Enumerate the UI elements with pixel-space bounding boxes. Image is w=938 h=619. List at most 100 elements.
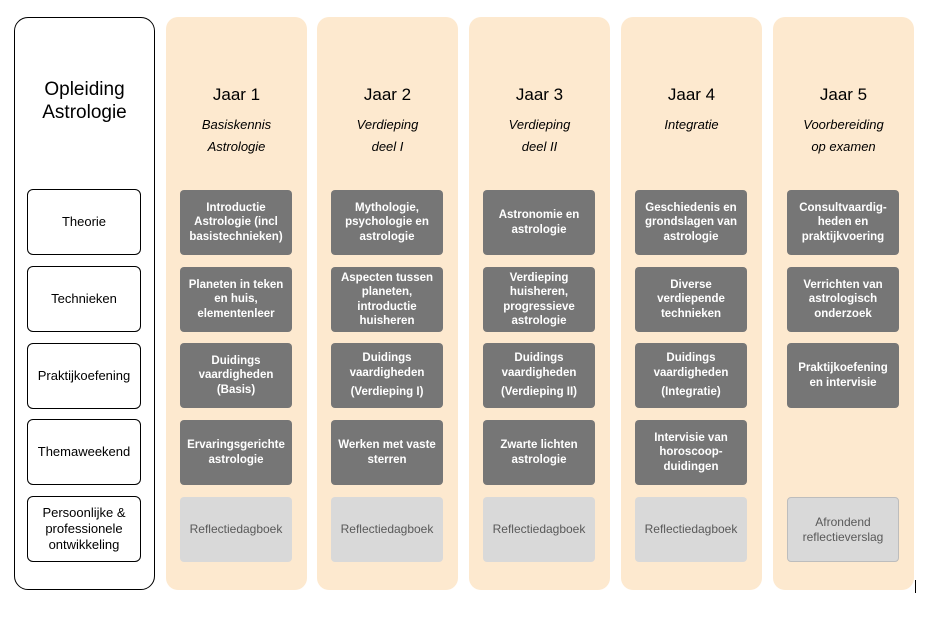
year-subtitle-line: Astrologie [207, 139, 266, 154]
program-title: Opleiding Astrologie [14, 78, 155, 124]
year-subtitle: Verdieping deel I [317, 114, 458, 158]
reflection-cell: Reflectiedagboek [483, 497, 595, 562]
cell-text-line: Verrichten van [803, 278, 883, 291]
cell-text-line: heden en [817, 216, 869, 229]
cell-text-line: Verdieping [509, 271, 569, 284]
cell-text-line: (Verdieping I) [350, 386, 424, 399]
divider-tick [915, 580, 916, 593]
year-title: Jaar 5 [819, 85, 868, 104]
cell-text-line: vaardigheden [501, 366, 577, 379]
row-label-theorie: Theorie [27, 189, 141, 255]
reflection-cell: Reflectiedagboek [180, 497, 292, 562]
row-label-themaweekend: Themaweekend [27, 419, 141, 485]
cell-text-line: Introductie [206, 201, 266, 214]
cell-text-line: Diverse [670, 278, 712, 291]
year-subtitle-line: Verdieping [508, 117, 571, 132]
cell-text-line: vaardigheden [349, 366, 425, 379]
cell-text-line: Afrondend [815, 515, 871, 529]
row-label-persoonlijke-ontwikkeling: Persoonlijke & professionele ontwikkelin… [27, 496, 141, 562]
cell-text-line: (Basis) [216, 383, 256, 396]
cell-text-line: astrologie [663, 230, 719, 243]
cell-text-line: introductie [357, 300, 417, 313]
cell-text-line: Reflectiedagboek [644, 522, 738, 537]
year-column-2: Jaar 2 Verdieping deel I Mythologie, psychol… [317, 17, 458, 590]
cell-text-line: Reflectiedagboek [189, 522, 283, 537]
year-title: Jaar 3 [515, 85, 564, 104]
cell-text-line: astrologie [208, 453, 264, 466]
cell-text-line: duidingen [663, 460, 719, 473]
cell-text-line: astrologie [511, 315, 567, 327]
program-title-line: Opleiding [44, 79, 125, 100]
course-cell: Ervaringsgerichte astrologie [180, 420, 292, 485]
cell-text-line: Reflectiedagboek [492, 522, 586, 537]
cell-text-line: Consultvaardig- [799, 201, 887, 214]
course-cell: Intervisie van horoscoop-duidingen [635, 420, 747, 485]
year-subtitle-line: Integratie [664, 117, 719, 132]
cell-text-line: Praktijkoefening [798, 362, 888, 374]
cell-text-line: verdiepende [657, 293, 725, 306]
cell-text-line: sterren [367, 453, 407, 466]
cell-text-line: Ervaringsgerichte [187, 439, 285, 451]
cell-text-line: Duidings [362, 352, 412, 365]
cell-text-line: Astrologie (incl [194, 216, 278, 229]
cell-text-line: Planeten in teken [188, 278, 284, 291]
cell-text-line: elementenleer [197, 307, 275, 320]
course-cell: Planeten in teken en huis,elementenleer [180, 267, 292, 332]
cell-text-line: Duidings [514, 352, 564, 365]
cell-text-line: horoscoop- [659, 446, 723, 459]
cell-text-line: astrologie [511, 453, 567, 466]
year-subtitle-line: Verdieping [356, 117, 419, 132]
cell-text-line: Intervisie van [654, 431, 728, 444]
cell-text-line: progressieve [503, 300, 575, 313]
cell-text-line: basistechnieken) [189, 230, 283, 243]
year-title: Jaar 4 [667, 85, 716, 104]
cell-text-line: planeten, [361, 286, 413, 298]
year-subtitle: Integratie [621, 114, 762, 136]
course-cell: Verdieping huisheren, progressieve astrolog… [483, 267, 595, 332]
cell-text-line: en intervisie [809, 376, 877, 389]
row-label-technieken: Technieken [27, 266, 141, 332]
cell-text-line: Reflectiedagboek [340, 522, 434, 537]
cell-text-line: (Verdieping II) [500, 386, 578, 399]
cell-text-line: psychologie en [345, 216, 429, 229]
cell-text-line: Aspecten tussen [340, 271, 434, 284]
cell-text-line: en huis, [214, 293, 258, 306]
cell-text-line: praktijkvoering [801, 230, 885, 243]
cell-text-line: reflectieverslag [802, 529, 884, 544]
year-subtitle-line: deel II [521, 139, 558, 154]
cell-text-line: Mythologie, [355, 201, 419, 214]
year-subtitle-line: deel I [371, 139, 404, 154]
cell-text-line: Duidings [666, 352, 716, 365]
cell-text-line: astrologie [359, 230, 415, 243]
cell-text-line: Zwarte lichten [500, 439, 578, 451]
row-label-praktijkoefening: Praktijkoefening [27, 343, 141, 409]
cell-text-line: Geschiedenis en [645, 201, 737, 214]
cell-text-line: Werken met vaste [338, 439, 436, 451]
cell-text-line: vaardigheden [653, 366, 729, 379]
cell-text-line: huisheren, [509, 286, 569, 298]
cell-text-line: grondslagen van [644, 216, 738, 229]
cell-text-line: astrologie [511, 223, 567, 236]
cell-text-line: onderzoek [814, 307, 872, 320]
cell-text-line: technieken [660, 307, 722, 320]
cell-text-line: astrologisch [808, 293, 878, 306]
program-title-line: Astrologie [42, 102, 127, 123]
year-subtitle: Verdieping deel II [469, 114, 610, 158]
year-title: Jaar 2 [363, 85, 412, 104]
cell-text-line: vaardigheden [198, 369, 274, 382]
